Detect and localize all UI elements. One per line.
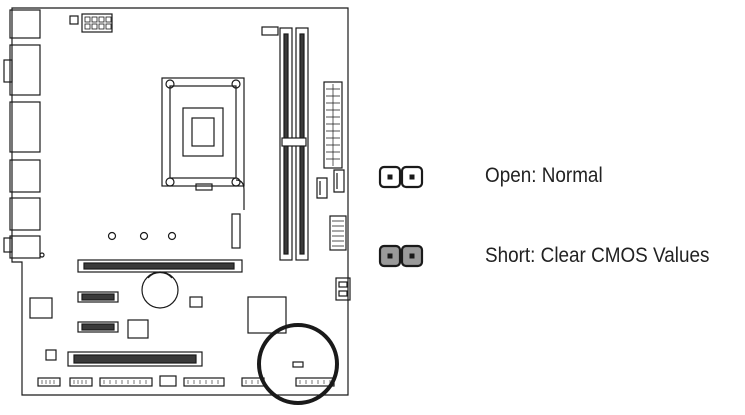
io-usb bbox=[9, 101, 41, 153]
header-fan bbox=[159, 375, 177, 387]
usb-header bbox=[329, 215, 347, 251]
io-lan bbox=[9, 197, 41, 231]
header-audio bbox=[37, 377, 61, 387]
legend-label-short: Short: Clear CMOS Values bbox=[485, 244, 710, 267]
cpu-socket-outer bbox=[161, 77, 245, 187]
jumper-open-icon bbox=[378, 165, 424, 189]
clr-cmos-highlight-circle bbox=[257, 323, 339, 405]
io-vga bbox=[9, 44, 41, 96]
header-tpm bbox=[99, 377, 153, 387]
atx-12v-connector bbox=[81, 13, 113, 33]
sata-port-2 bbox=[333, 169, 345, 193]
pcie-x1-slot-2 bbox=[77, 321, 119, 333]
sata-port-1 bbox=[316, 177, 328, 199]
pcie-x1-slot-1 bbox=[77, 291, 119, 303]
header-com bbox=[69, 377, 93, 387]
board-outline bbox=[11, 7, 349, 396]
legend-label-open: Open: Normal bbox=[485, 164, 603, 187]
m2-connector bbox=[231, 213, 241, 249]
atx-24pin-connector bbox=[323, 81, 343, 169]
atx-12v-pins bbox=[84, 16, 112, 30]
pci-slot bbox=[67, 351, 203, 367]
cpu-socket-inner bbox=[182, 107, 224, 157]
chipset bbox=[247, 296, 287, 334]
header-usb bbox=[183, 377, 225, 387]
chip-3 bbox=[189, 296, 203, 308]
jumper-short-icon bbox=[378, 244, 424, 268]
chip-2 bbox=[127, 319, 149, 339]
io-hdmi bbox=[9, 159, 41, 193]
io-ps2 bbox=[9, 9, 41, 39]
chip-4 bbox=[45, 349, 57, 361]
motherboard-diagram bbox=[3, 7, 351, 405]
clr-cmos-jumper bbox=[292, 361, 304, 368]
chip-1 bbox=[29, 297, 53, 319]
io-audio bbox=[9, 235, 41, 259]
cpu-fan-header bbox=[261, 26, 279, 36]
